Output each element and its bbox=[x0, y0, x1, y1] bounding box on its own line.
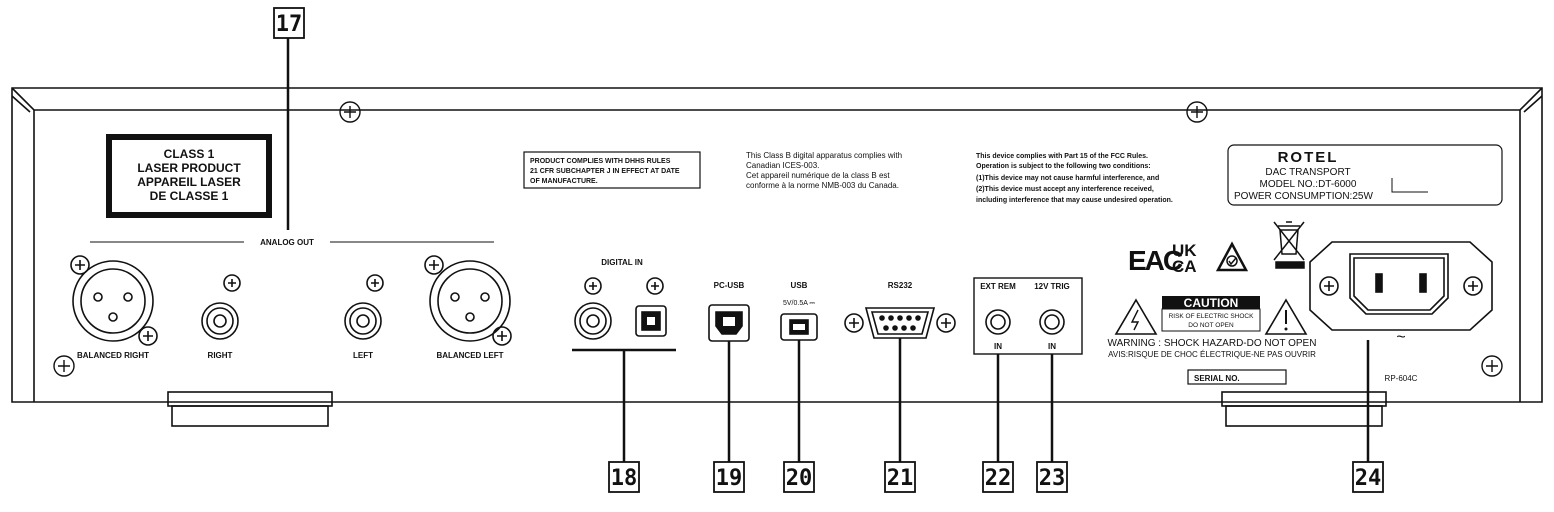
balanced-left-label: BALANCED LEFT bbox=[436, 351, 503, 360]
ices-line: This Class B digital apparatus complies … bbox=[746, 151, 902, 160]
usb-port bbox=[780, 313, 818, 341]
trig-12v-jack bbox=[1039, 309, 1065, 335]
dhhs-notice: PRODUCT COMPLIES WITH DHHS RULES 21 CFR … bbox=[523, 151, 701, 189]
fcc-line: (2)This device must accept any interfere… bbox=[976, 186, 1154, 193]
warning-english: WARNING : SHOCK HAZARD-DO NOT OPEN bbox=[1108, 338, 1317, 349]
analog-out-section: ANALOG OUT bbox=[90, 238, 494, 247]
right-label: RIGHT bbox=[208, 351, 233, 360]
chassis bbox=[11, 87, 1543, 403]
callout-18: 18 bbox=[608, 461, 640, 493]
callout-19: 19 bbox=[713, 461, 745, 493]
callout-21: 21 bbox=[884, 461, 916, 493]
fcc-line: (1)This device may not cause harmful int… bbox=[976, 175, 1159, 182]
fcc-notice: This device complies with Part 15 of the… bbox=[976, 153, 1173, 204]
callout-20: 20 bbox=[783, 461, 815, 493]
callout-22: 22 bbox=[982, 461, 1014, 493]
svg-text:18: 18 bbox=[611, 466, 638, 491]
ices-line: conforme à la norme NMB-003 du Canada. bbox=[746, 181, 899, 190]
usb-label: USB bbox=[791, 281, 808, 290]
ukca-mark-top: UK bbox=[1172, 241, 1197, 260]
model-plate: ROTEL DAC TRANSPORT MODEL NO.:DT-6000 PO… bbox=[1227, 144, 1503, 206]
xlr-balanced-right bbox=[70, 255, 158, 346]
coaxial-input bbox=[574, 277, 612, 340]
trigger-box: EXT REM 12V TRIG IN IN bbox=[973, 277, 1083, 355]
digital-in-label: DIGITAL IN bbox=[601, 258, 643, 267]
power-consumption: POWER CONSUMPTION:25W bbox=[1234, 191, 1373, 202]
callout-17: 17 bbox=[273, 7, 305, 39]
svg-text:20: 20 bbox=[786, 466, 813, 491]
ices-line: Canadian ICES-003. bbox=[746, 161, 819, 170]
model-number: MODEL NO.:DT-6000 bbox=[1260, 179, 1357, 190]
warning-french: AVIS:RISQUE DE CHOC ÉLECTRIQUE-NE PAS OU… bbox=[1108, 350, 1316, 359]
ices-line: Cet appareil numérique de la class B est bbox=[746, 171, 890, 180]
ext-rem-label: EXT REM bbox=[980, 282, 1016, 291]
svg-text:21: 21 bbox=[887, 466, 914, 491]
laser-label: CLASS 1 LASER PRODUCT APPAREIL LASER DE … bbox=[106, 134, 272, 218]
trig-in-label: IN bbox=[1048, 342, 1056, 351]
exclamation-warning-icon bbox=[1264, 298, 1308, 335]
fcc-line: including interference that may cause un… bbox=[976, 197, 1173, 204]
laser-line: CLASS 1 bbox=[164, 147, 215, 161]
laser-line: APPAREIL LASER bbox=[137, 175, 241, 189]
foot-left bbox=[167, 391, 333, 427]
svg-text:17: 17 bbox=[276, 12, 303, 37]
risk-line: RISK OF ELECTRIC SHOCK bbox=[1169, 313, 1255, 320]
pc-usb-label: PC-USB bbox=[714, 281, 745, 290]
left-label: LEFT bbox=[353, 351, 373, 360]
xlr-balanced-left bbox=[424, 255, 512, 346]
rs232-port bbox=[844, 307, 956, 339]
rcm-icon bbox=[1215, 241, 1249, 272]
dhhs-line: PRODUCT COMPLIES WITH DHHS RULES bbox=[530, 158, 671, 165]
eac-mark: EAC bbox=[1128, 245, 1183, 276]
usb-rating: 5V/0.5A ⎓ bbox=[783, 300, 815, 307]
callout-leaders bbox=[286, 38, 1370, 462]
power-inlet bbox=[1309, 241, 1493, 331]
callout-23: 23 bbox=[1036, 461, 1068, 493]
pc-usb-port bbox=[708, 304, 750, 342]
caution-title: CAUTION bbox=[1184, 296, 1239, 310]
optical-input bbox=[635, 277, 667, 337]
svg-text:24: 24 bbox=[1355, 466, 1382, 491]
callout-24: 24 bbox=[1352, 461, 1384, 493]
warning-block: CAUTION RISK OF ELECTRIC SHOCK DO NOT OP… bbox=[1108, 296, 1317, 385]
svg-text:23: 23 bbox=[1039, 466, 1066, 491]
screw-icon bbox=[53, 101, 1503, 377]
fcc-line: This device complies with Part 15 of the… bbox=[976, 153, 1148, 160]
risk-line: DO NOT OPEN bbox=[1188, 322, 1234, 329]
balanced-right-label: BALANCED RIGHT bbox=[77, 351, 149, 360]
ext-rem-in-label: IN bbox=[994, 342, 1002, 351]
product-name: DAC TRANSPORT bbox=[1265, 167, 1350, 178]
weee-bin-icon bbox=[1273, 221, 1305, 269]
power-inlet-code: RP-604C bbox=[1385, 374, 1418, 383]
rs232-label: RS232 bbox=[888, 281, 913, 290]
laser-line: DE CLASSE 1 bbox=[150, 189, 229, 203]
foot-right bbox=[1221, 391, 1387, 427]
trig-12v-label: 12V TRIG bbox=[1034, 282, 1070, 291]
ext-rem-jack bbox=[985, 309, 1011, 335]
serial-label: SERIAL NO. bbox=[1194, 374, 1240, 383]
svg-text:22: 22 bbox=[985, 466, 1012, 491]
certification-marks: EAC UK CA bbox=[1128, 221, 1305, 276]
brand-logo: ROTEL bbox=[1278, 149, 1339, 166]
ices-notice: This Class B digital apparatus complies … bbox=[746, 151, 902, 190]
rca-left bbox=[344, 274, 384, 340]
fcc-line: Operation is subject to the following tw… bbox=[976, 163, 1151, 170]
laser-line: LASER PRODUCT bbox=[137, 161, 241, 175]
svg-text:19: 19 bbox=[716, 466, 743, 491]
ukca-mark-bottom: CA bbox=[1172, 257, 1197, 276]
rca-right bbox=[201, 274, 241, 340]
dhhs-line: OF MANUFACTURE. bbox=[530, 178, 598, 185]
dhhs-line: 21 CFR SUBCHAPTER J IN EFFECT AT DATE bbox=[530, 168, 680, 175]
analog-out-label: ANALOG OUT bbox=[260, 238, 314, 247]
ac-tilde: ~ bbox=[1396, 329, 1405, 346]
lightning-warning-icon bbox=[1114, 298, 1158, 335]
